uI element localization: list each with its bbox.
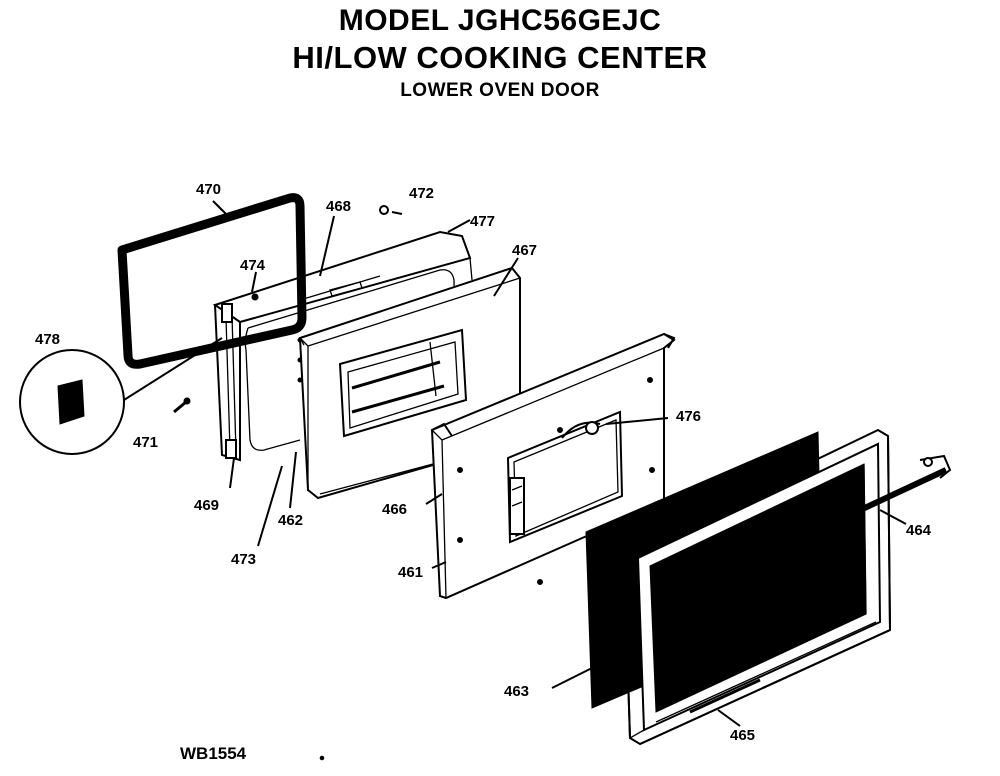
callout-464: 464 xyxy=(906,522,932,539)
callout-473: 473 xyxy=(231,551,256,568)
part-inner-plate-466 xyxy=(430,332,676,600)
callout-462: 462 xyxy=(278,512,303,529)
callout-469: 469 xyxy=(194,497,219,514)
product-title: HI/LOW COOKING CENTER xyxy=(292,40,708,75)
part-gasket-470 xyxy=(117,193,307,369)
callout-463: 463 xyxy=(504,683,529,700)
part-handle-464 xyxy=(704,454,952,585)
part-detail-478 xyxy=(19,337,223,455)
callout-468: 468 xyxy=(326,198,351,215)
callout-467: 467 xyxy=(512,242,537,259)
callout-476: 476 xyxy=(676,408,701,425)
callout-478: 478 xyxy=(35,331,60,348)
callout-471: 471 xyxy=(133,434,158,451)
callout-466: 466 xyxy=(382,501,407,518)
callout-465: 465 xyxy=(730,727,755,744)
callout-472: 472 xyxy=(409,185,434,202)
part-inner-liner-468 xyxy=(212,230,473,462)
callout-461: 461 xyxy=(398,564,423,581)
leader-lines xyxy=(212,200,907,727)
section-title: LOWER OVEN DOOR xyxy=(400,80,600,101)
callout-477: 477 xyxy=(470,213,495,230)
part-screw-472 xyxy=(379,205,403,215)
model-title: MODEL JGHC56GEJC xyxy=(338,4,662,37)
part-screw-471 xyxy=(173,397,191,414)
callout-474: 474 xyxy=(240,257,266,274)
drawing-code: WB1554 xyxy=(180,744,247,763)
callout-470: 470 xyxy=(196,181,221,198)
part-outer-frame-465 xyxy=(622,428,892,746)
